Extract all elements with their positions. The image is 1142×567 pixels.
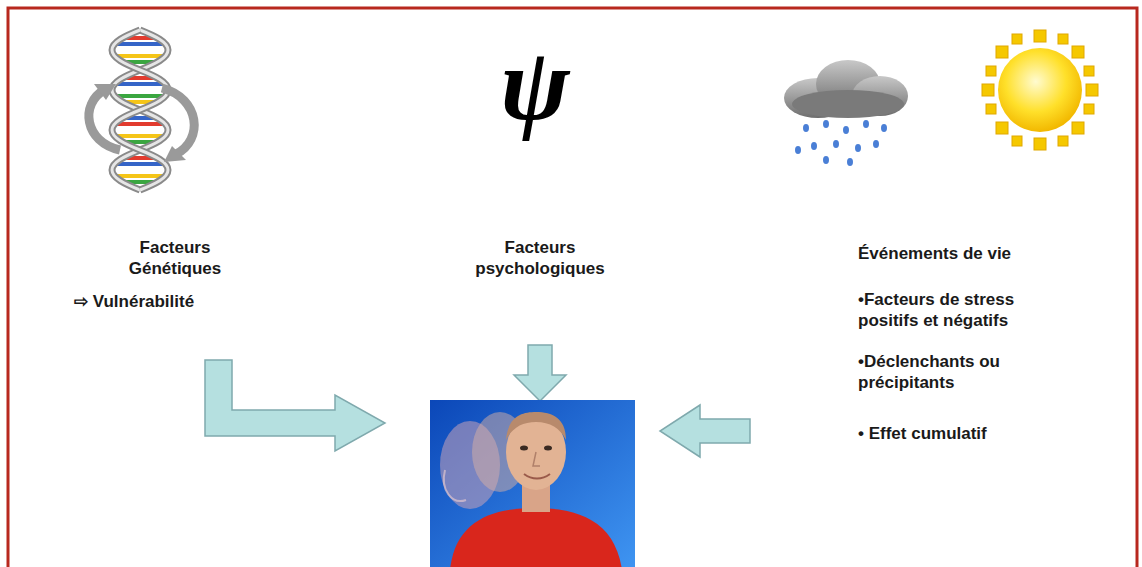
block-arrow: [205, 360, 385, 451]
sun-icon: [1012, 34, 1022, 44]
person-photo: [506, 412, 566, 440]
rain-cloud-icon: [833, 140, 839, 148]
block-arrow: [660, 405, 750, 457]
dna-icon: [112, 30, 168, 190]
rain-cloud-icon: [843, 126, 849, 134]
dna-icon: [115, 162, 165, 166]
dna-icon: [115, 54, 165, 58]
rain-cloud-icon: [823, 120, 829, 128]
factor-heading: Facteurs psychologiques: [465, 238, 615, 279]
dna-icon: [89, 30, 194, 190]
sun-icon: [1072, 122, 1084, 134]
sun-icon: [982, 84, 994, 96]
dna-icon: [94, 84, 116, 100]
rain-cloud-icon: [795, 146, 801, 154]
rain-cloud-icon: [784, 60, 908, 166]
rain-cloud-icon: [803, 124, 809, 132]
sun-icon: [996, 46, 1008, 58]
dna-icon: [89, 90, 120, 150]
factor-heading: Événements de vie: [858, 244, 1098, 265]
sun-icon: [1034, 138, 1046, 150]
dna-icon: [115, 82, 165, 86]
dna-icon: [112, 30, 168, 190]
dna-icon: [115, 134, 165, 138]
dna-icon: [115, 94, 165, 98]
person-photo: [533, 452, 540, 466]
person-photo: [544, 446, 552, 451]
sun-icon: [1086, 84, 1098, 96]
sun-icon: [982, 30, 1098, 150]
dna-icon: [162, 88, 194, 154]
sun-icon: [1034, 30, 1046, 42]
bullet-item: • Effet cumulatif: [858, 424, 1058, 445]
person-photo: [524, 474, 550, 479]
person-photo: [450, 508, 622, 567]
rain-cloud-icon: [881, 124, 887, 132]
dna-icon: [164, 146, 186, 162]
psi-symbol: ψ: [465, 32, 605, 136]
rain-cloud-icon: [792, 90, 904, 118]
sun-icon: [982, 30, 1098, 150]
rain-cloud-icon: [847, 158, 853, 166]
person-photo: [520, 446, 528, 451]
rain-cloud-icon: [823, 156, 829, 164]
bullet-item: •Facteurs de stress positifs et négatifs: [858, 290, 1058, 331]
factor-heading: Facteurs Génétiques: [115, 238, 235, 279]
dna-icon: [112, 30, 168, 190]
frame-border: [8, 8, 1137, 567]
sun-icon: [1012, 136, 1022, 146]
sun-icon: [996, 122, 1008, 134]
sun-icon: [986, 104, 996, 114]
person-photo: [444, 470, 466, 501]
sun-icon: [998, 48, 1082, 132]
rain-cloud-icon: [811, 142, 817, 150]
rain-cloud-icon: [855, 144, 861, 152]
sun-icon: [1072, 46, 1084, 58]
rain-cloud-icon: [795, 120, 887, 166]
vulnerability-note: ⇨ Vulnérabilité: [74, 292, 274, 313]
dna-icon: [115, 122, 165, 126]
rain-cloud-icon: [863, 120, 869, 128]
dna-icon: [112, 30, 168, 190]
sun-icon: [1058, 34, 1068, 44]
person-photo: [430, 400, 635, 567]
sun-icon: [1058, 136, 1068, 146]
block-arrow: [514, 345, 566, 401]
person-photo: [430, 400, 635, 567]
sun-icon: [986, 66, 996, 76]
dna-icon: [115, 174, 165, 178]
rain-cloud-icon: [873, 140, 879, 148]
sun-icon: [1084, 66, 1094, 76]
bullet-item: •Déclenchants ou précipitants: [858, 352, 1058, 393]
dna-icon: [115, 42, 165, 46]
sun-icon: [1084, 104, 1094, 114]
